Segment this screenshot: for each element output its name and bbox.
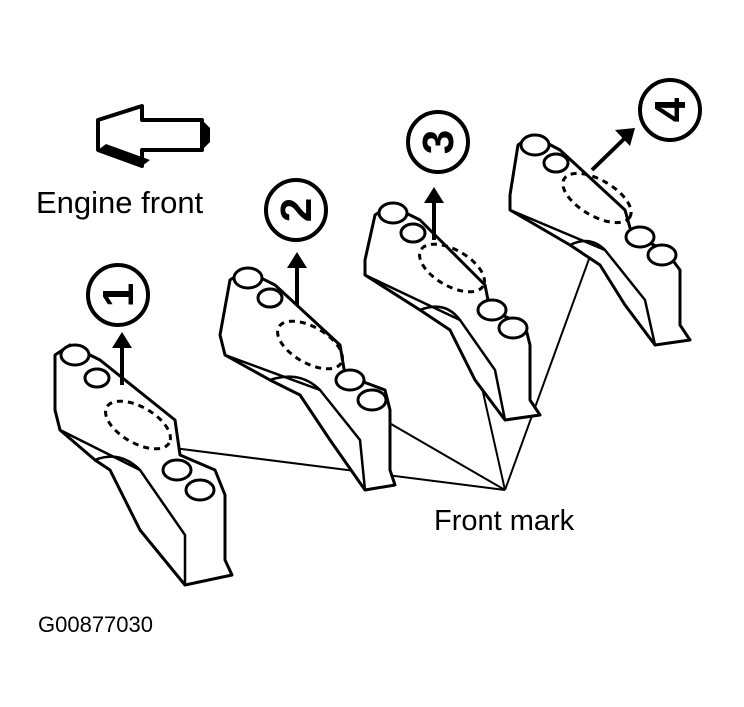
figure-id-label: G00877030 xyxy=(38,612,153,637)
cap-number-4: 4 xyxy=(646,97,695,122)
front-mark-label: Front mark xyxy=(434,505,575,537)
cap-number-3: 3 xyxy=(414,130,463,154)
engine-front-arrow-icon xyxy=(96,104,210,168)
cap-number-3-badge: 3 xyxy=(406,110,470,174)
bearing-cap-4 xyxy=(508,128,692,347)
cap-number-2: 2 xyxy=(272,198,321,222)
bearing-cap-3 xyxy=(363,187,542,422)
bearing-cap-2 xyxy=(218,252,397,492)
cap-number-1: 1 xyxy=(94,283,143,307)
cap-number-2-badge: 2 xyxy=(264,178,328,242)
bearing-cap-1 xyxy=(53,332,234,587)
cap-number-1-badge: 1 xyxy=(86,263,150,327)
engine-front-label: Engine front xyxy=(36,185,204,220)
cap-number-4-badge: 4 xyxy=(638,78,702,142)
